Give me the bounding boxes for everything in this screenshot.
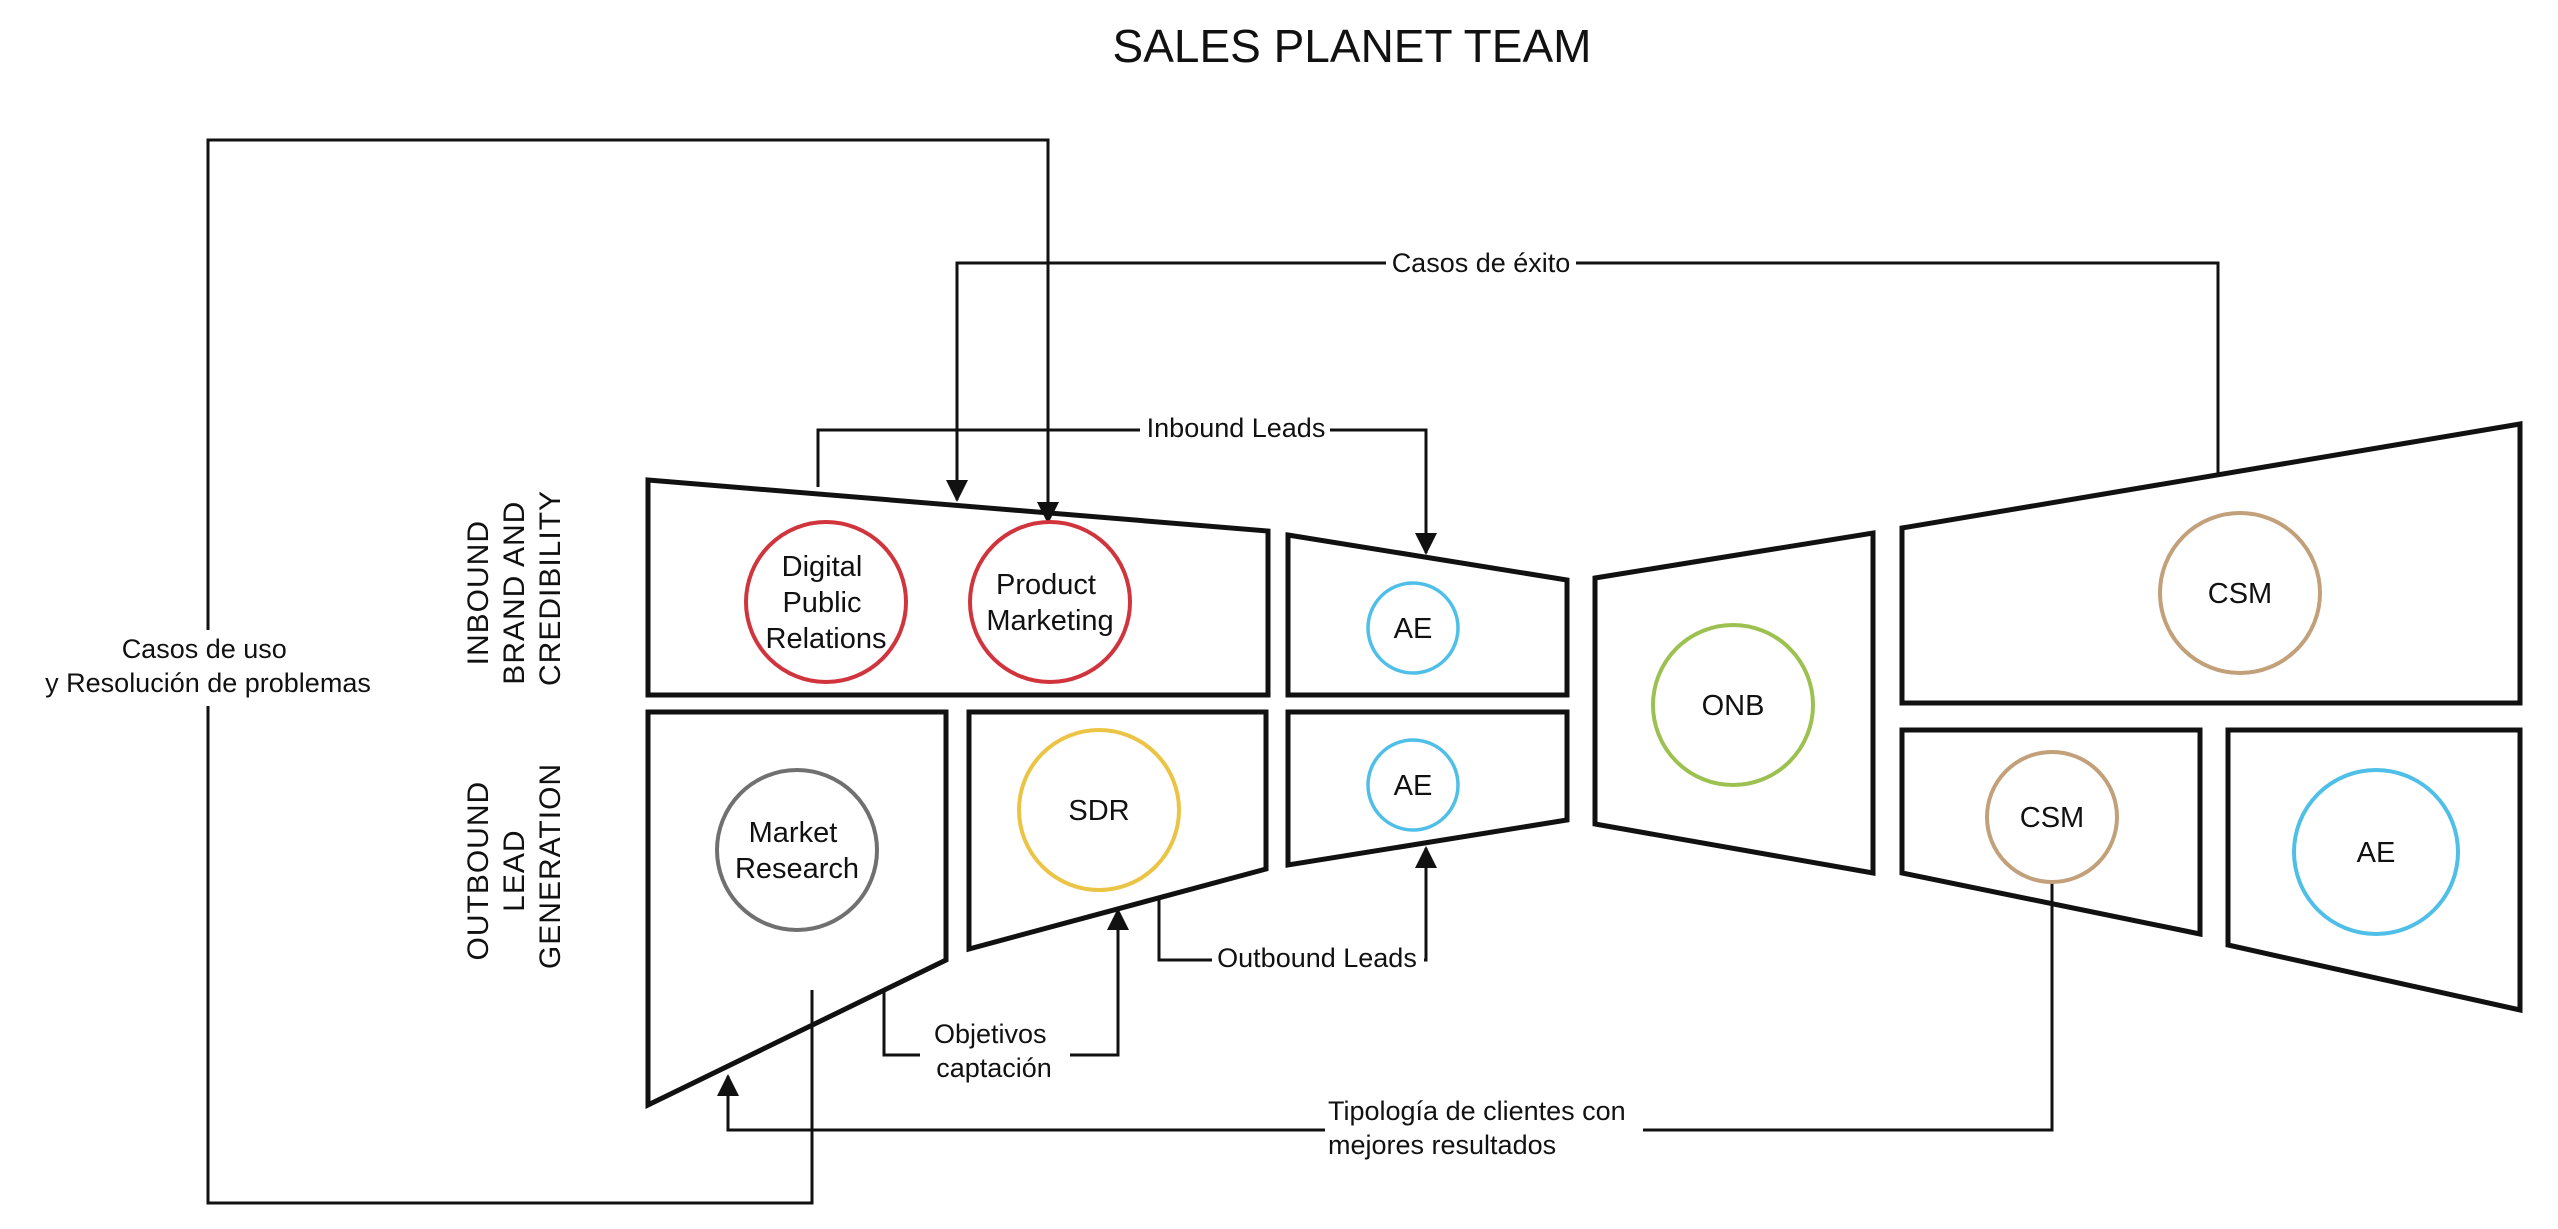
svg-text:OUTBOUND LEAD GENE: OUTBOUND LEAD GENERATION bbox=[462, 763, 567, 969]
product-marketing-line-2: Marketing bbox=[986, 605, 1113, 637]
onb-node: ONB bbox=[1651, 623, 1815, 787]
svg-text:INBOUND BRAND AND: INBOUND BRAND AND CREDIBILITY bbox=[462, 490, 567, 686]
outbound-label-line-2: LEAD bbox=[498, 829, 531, 911]
inbound-label-line-3: CREDIBILITY bbox=[534, 490, 567, 686]
ae-right-node: AE bbox=[2292, 768, 2460, 936]
digital-pr-line-3: Relations bbox=[766, 623, 887, 655]
ae-right-label: AE bbox=[2357, 837, 2396, 869]
svg-text:Product Marketing: Product Marketing bbox=[986, 569, 1113, 637]
sdr-label: SDR bbox=[1068, 795, 1129, 827]
diagram-title: SALES PLANET TEAM bbox=[1113, 20, 1592, 72]
digital-pr-node: Digital Public Relations bbox=[744, 520, 908, 684]
outbound-label-line-3: GENERATION bbox=[534, 763, 567, 969]
csm-top-label: CSM bbox=[2208, 578, 2272, 610]
outbound-label-line-1: OUTBOUND bbox=[462, 781, 495, 961]
product-marketing-line-1: Product bbox=[996, 569, 1096, 601]
digital-pr-line-2: Public bbox=[782, 587, 861, 619]
digital-pr-line-1: Digital bbox=[782, 551, 863, 583]
market-research-node: Market Research bbox=[715, 768, 879, 932]
csm-bottom-node: CSM bbox=[1985, 750, 2119, 884]
product-marketing-node: Product Marketing bbox=[968, 520, 1132, 684]
csm-bottom-label: CSM bbox=[2020, 802, 2084, 834]
inbound-leads-label: Inbound Leads bbox=[1147, 413, 1326, 443]
outbound-section-label: OUTBOUND LEAD GENERATION bbox=[462, 763, 567, 969]
casos-exito-label: Casos de éxito bbox=[1392, 248, 1571, 278]
inbound-section-label: INBOUND BRAND AND CREDIBILITY bbox=[462, 490, 567, 686]
outbound-leads-label: Outbound Leads bbox=[1217, 943, 1417, 973]
casos-exito-connector bbox=[946, 261, 2220, 502]
onb-label: ONB bbox=[1702, 690, 1765, 722]
casos-uso-label: Casos de uso y Resolución de problemas bbox=[45, 634, 371, 698]
svg-text:Market Research: Market Research bbox=[735, 817, 859, 885]
tipologia-label: Tipología de clientes con mejores result… bbox=[1328, 1096, 1633, 1160]
sdr-node: SDR bbox=[1017, 728, 1181, 892]
market-research-line-2: Research bbox=[735, 853, 859, 885]
inbound-label-line-2: BRAND AND bbox=[498, 501, 531, 685]
casos-uso-line-1: Casos de uso bbox=[122, 634, 287, 664]
tipologia-line-2: mejores resultados bbox=[1328, 1130, 1556, 1160]
casos-uso-line-2: y Resolución de problemas bbox=[45, 668, 371, 698]
objetivos-line-1: Objetivos bbox=[934, 1019, 1047, 1049]
market-research-line-1: Market bbox=[749, 817, 838, 849]
tipologia-line-1: Tipología de clientes con bbox=[1328, 1096, 1626, 1126]
inbound-brand-block bbox=[645, 477, 1271, 698]
objetivos-captacion-label: Objetivos captación bbox=[934, 1019, 1054, 1083]
csm-top-node: CSM bbox=[2158, 511, 2322, 675]
inbound-leads-connector bbox=[816, 428, 1437, 555]
svg-text:Digital Public Rel: Digital Public Relations bbox=[766, 551, 887, 655]
inbound-ae-node: AE bbox=[1366, 581, 1460, 675]
outbound-ae-node: AE bbox=[1366, 738, 1460, 832]
objetivos-line-2: captación bbox=[936, 1053, 1052, 1083]
outbound-ae-label: AE bbox=[1394, 770, 1433, 802]
inbound-label-line-1: INBOUND bbox=[462, 520, 495, 665]
inbound-ae-label: AE bbox=[1394, 613, 1433, 645]
